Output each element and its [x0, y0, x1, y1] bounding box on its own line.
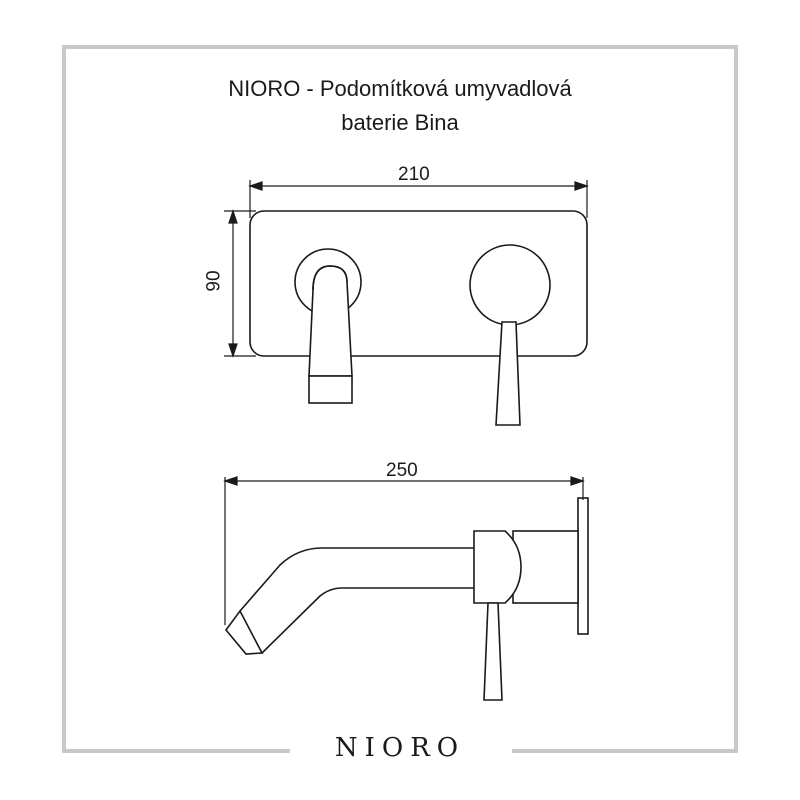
lever-handle — [495, 321, 521, 426]
dimension-label-width: 210 — [398, 164, 430, 185]
dimension-label-height: 90 — [203, 270, 225, 292]
lever-side — [483, 602, 503, 701]
outer-frame — [62, 45, 738, 753]
spout-connector — [473, 530, 522, 604]
brand-text: NIORO — [316, 733, 484, 763]
spout-arm — [239, 547, 474, 654]
side-view — [224, 497, 589, 701]
front-view — [249, 210, 588, 426]
spout-body — [308, 265, 353, 377]
wall-plate-side — [577, 497, 589, 635]
spout-aerator — [308, 375, 353, 404]
dimension-90 — [224, 209, 256, 358]
dimension-label-projection: 250 — [386, 460, 418, 481]
dimension-210 — [248, 180, 589, 218]
mixer-body — [512, 530, 579, 604]
spout-aerator-side — [224, 609, 264, 655]
brand-logo: NIORO — [0, 733, 800, 763]
dimension-250 — [223, 476, 585, 625]
title-line-2: baterie Bina — [341, 110, 459, 135]
title-line-1: NIORO - Podomítková umyvadlová — [228, 76, 572, 101]
wall-plate — [249, 210, 588, 357]
handle-rosette — [469, 244, 551, 326]
